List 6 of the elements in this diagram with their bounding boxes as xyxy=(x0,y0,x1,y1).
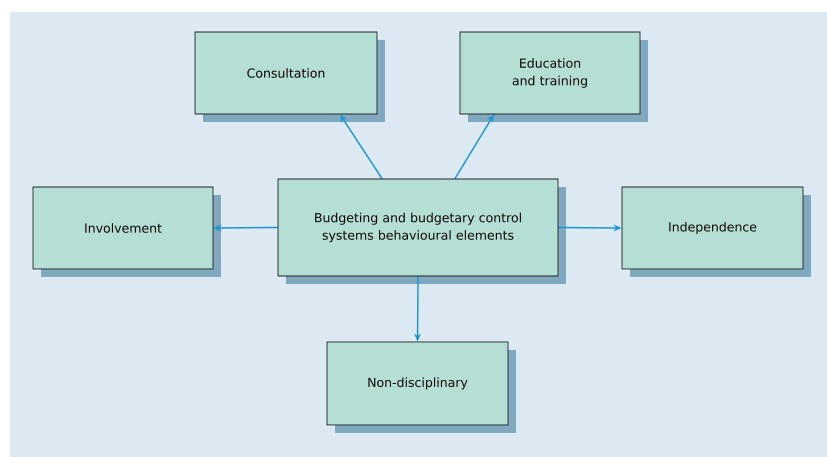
process-box: Consultation xyxy=(194,32,385,122)
process-box: Non-disciplinary xyxy=(326,342,516,433)
process-box: Education and training xyxy=(460,32,648,122)
process-box: Budgeting and budgetary control systems behavioural elements xyxy=(278,178,566,284)
process-box: Involvement xyxy=(32,186,221,277)
process-box: Independence xyxy=(622,186,811,277)
